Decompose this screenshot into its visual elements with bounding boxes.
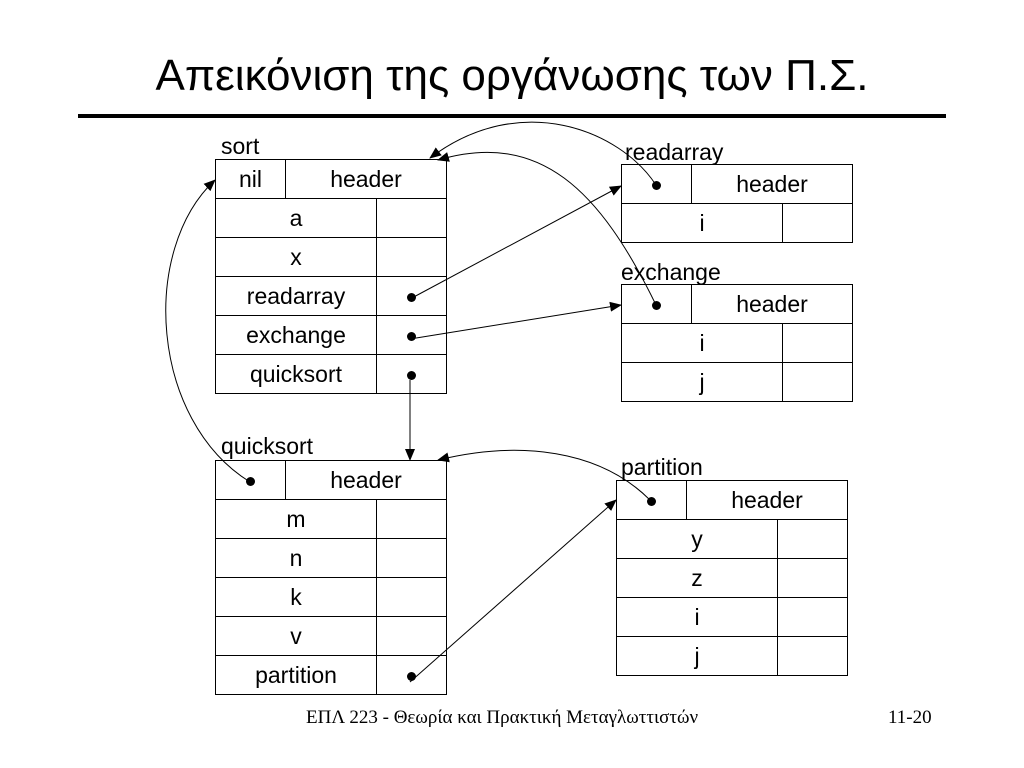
entry-pointer-cell [376, 538, 447, 578]
entry-name: n [215, 538, 377, 578]
entry-pointer-cell [777, 519, 848, 559]
slide-title: Απεικόνιση της οργάνωσης των Π.Σ. [155, 51, 869, 100]
header-cell: header [285, 159, 447, 199]
entry-name: readarray [215, 276, 377, 316]
entry-pointer-cell [376, 499, 447, 539]
record-exchange: header i j [621, 284, 853, 402]
record-header-row: header [621, 284, 853, 324]
static-link-dot [652, 180, 661, 190]
entry-pointer-cell [777, 558, 848, 598]
entry-name: y [616, 519, 778, 559]
static-link-dot [652, 300, 661, 310]
header-cell: header [691, 284, 853, 324]
entry-pointer-cell [777, 636, 848, 676]
record-row: exchange [215, 315, 447, 355]
record-quicksort: header m n k v partition [215, 460, 447, 695]
footer-page-number: 11-20 [888, 707, 932, 728]
record-label-quicksort: quicksort [221, 433, 314, 459]
entry-name: z [616, 558, 778, 598]
entry-pointer-cell [376, 276, 447, 316]
entry-name: j [616, 636, 778, 676]
entry-name: i [621, 323, 783, 363]
record-row: a [215, 198, 447, 238]
entry-pointer-cell [376, 616, 447, 656]
record-readarray: header i [621, 164, 853, 243]
record-header-row: header [621, 164, 853, 204]
record-row: n [215, 538, 447, 578]
static-link-cell [616, 480, 687, 520]
record-row: readarray [215, 276, 447, 316]
entry-name: m [215, 499, 377, 539]
record-row: z [616, 558, 848, 598]
pointer-dot [407, 292, 416, 302]
entry-name: quicksort [215, 354, 377, 394]
entry-name: k [215, 577, 377, 617]
header-cell: header [691, 164, 853, 204]
entry-pointer-cell [376, 577, 447, 617]
record-row: j [621, 362, 853, 402]
record-row: partition [215, 655, 447, 695]
footer-course: ΕΠΛ 223 - Θεωρία και Πρακτική Μεταγλωττι… [306, 707, 699, 728]
entry-name: i [621, 203, 783, 243]
static-link-cell: nil [215, 159, 286, 199]
record-label-readarray: readarray [625, 139, 724, 165]
record-row: x [215, 237, 447, 277]
record-row: i [616, 597, 848, 637]
static-link-cell [215, 460, 286, 500]
entry-pointer-cell [376, 655, 447, 695]
title-underline [78, 114, 946, 118]
static-link-dot [246, 476, 255, 486]
record-header-row: header [215, 460, 447, 500]
static-link-cell [621, 284, 692, 324]
record-row: y [616, 519, 848, 559]
entry-name: v [215, 616, 377, 656]
entry-pointer-cell [376, 354, 447, 394]
entry-pointer-cell [777, 597, 848, 637]
entry-name: exchange [215, 315, 377, 355]
record-row: i [621, 323, 853, 363]
entry-name: a [215, 198, 377, 238]
static-link-dot [647, 496, 656, 506]
entry-pointer-cell [782, 323, 853, 363]
pointer-dot [407, 671, 416, 681]
record-label-partition: partition [621, 454, 703, 480]
record-row: v [215, 616, 447, 656]
entry-name: partition [215, 655, 377, 695]
entry-pointer-cell [376, 315, 447, 355]
entry-name: x [215, 237, 377, 277]
static-link-cell [621, 164, 692, 204]
record-row: k [215, 577, 447, 617]
entry-name: j [621, 362, 783, 402]
record-row: quicksort [215, 354, 447, 394]
entry-pointer-cell [376, 198, 447, 238]
header-cell: header [285, 460, 447, 500]
record-label-sort: sort [221, 133, 260, 159]
record-header-row: header [616, 480, 848, 520]
entry-pointer-cell [376, 237, 447, 277]
entry-pointer-cell [782, 362, 853, 402]
record-sort: nil header a x readarray exchange quicks… [215, 159, 447, 394]
record-row: j [616, 636, 848, 676]
entry-name: i [616, 597, 778, 637]
record-label-exchange: exchange [621, 259, 721, 285]
pointer-dot [407, 370, 416, 380]
record-header-row: nil header [215, 159, 447, 199]
entry-pointer-cell [782, 203, 853, 243]
pointer-dot [407, 331, 416, 341]
record-row: i [621, 203, 853, 243]
header-cell: header [686, 480, 848, 520]
record-row: m [215, 499, 447, 539]
record-partition: header y z i j [616, 480, 848, 676]
